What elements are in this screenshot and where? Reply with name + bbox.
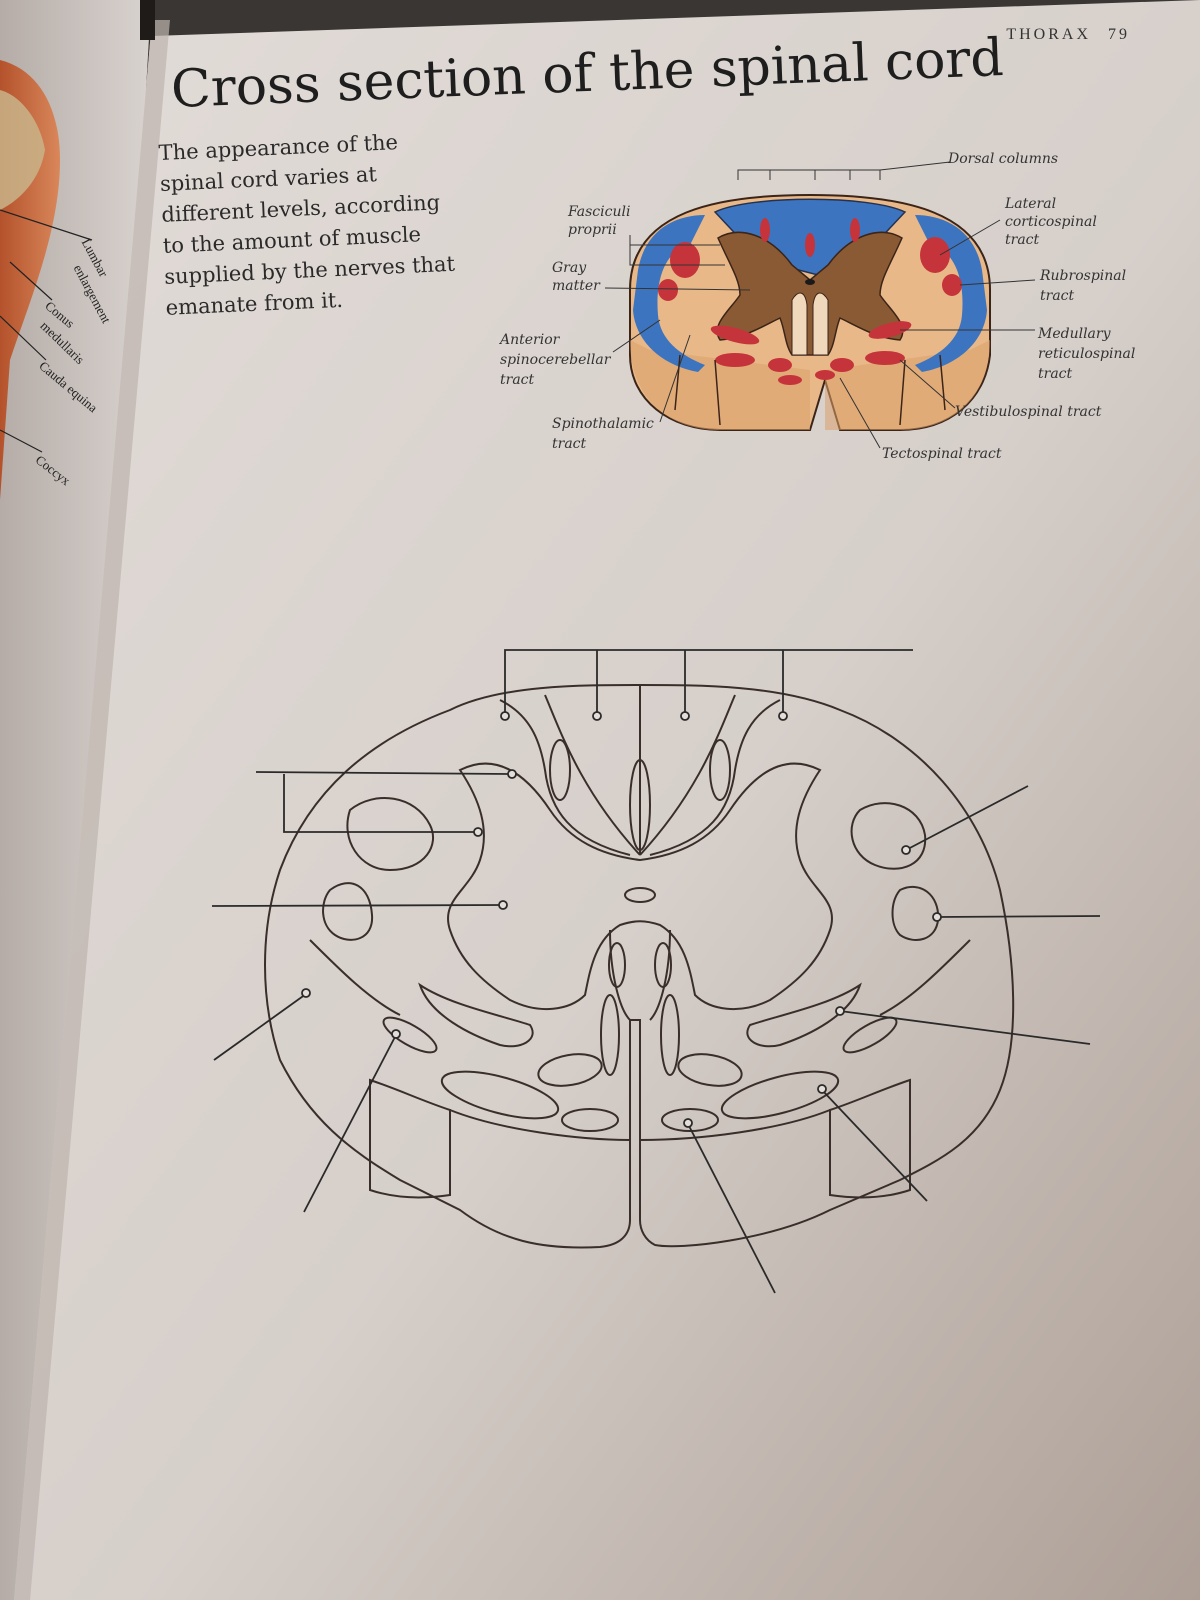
label-dorsal-columns: Dorsal columns <box>947 151 1058 167</box>
ascending-tract-left <box>633 215 705 372</box>
intro-paragraph: The appearance of the spinal cord varies… <box>158 124 466 323</box>
left-page-leader-lines <box>0 209 93 453</box>
cord-outline <box>264 684 1015 1249</box>
section-name: THORAX <box>1006 26 1091 43</box>
label-spinothalamic-tract: tract <box>552 436 587 452</box>
ascending-tract-right <box>915 215 987 372</box>
label-rubrospinal-tract: tract <box>1040 288 1075 304</box>
label-anterior-spinocerebellar-tract: Anterior <box>498 332 561 348</box>
label-medullary-reticulospinal-tract: tract <box>1038 366 1073 382</box>
label-lateral-corticospinal-tract: Lateral <box>1004 196 1056 212</box>
colored-spinal-cord-diagram: Dorsal columns Fasciculi proprii Gray ma… <box>498 151 1135 462</box>
gray-matter-outline <box>447 762 833 1011</box>
page-number: 79 <box>1108 26 1130 43</box>
label-lateral-corticospinal-tract: tract <box>1005 232 1040 248</box>
blank-leader-lines <box>211 649 1101 1294</box>
label-gray-matter: Gray <box>552 260 587 276</box>
label-medullary-reticulospinal-tract: reticulospinal <box>1038 346 1135 362</box>
label-lateral-corticospinal-tract: corticospinal <box>1005 214 1097 230</box>
label-gray-matter: matter <box>552 278 601 294</box>
label-anterior-spinocerebellar-tract: tract <box>500 372 535 388</box>
running-header: THORAX 79 <box>1006 26 1130 44</box>
blank-spinal-cord-diagram <box>211 649 1101 1294</box>
label-vestibulospinal-tract: Vestibulospinal tract <box>955 404 1102 420</box>
label-tectospinal-tract: Tectospinal tract <box>882 446 1002 462</box>
label-anterior-spinocerebellar-tract: spinocerebellar <box>500 352 612 368</box>
label-rubrospinal-tract: Rubrospinal <box>1039 268 1126 284</box>
leader-endpoints <box>301 711 942 1128</box>
label-spinothalamic-tract: Spinothalamic <box>552 416 654 432</box>
left-page <box>0 0 150 1600</box>
label-fasciculi-proprii: Fasciculi <box>567 204 630 220</box>
label-fasciculi-proprii: proprii <box>568 222 617 238</box>
label-medullary-reticulospinal-tract: Medullary <box>1037 326 1112 342</box>
descending-tracts <box>658 218 962 385</box>
